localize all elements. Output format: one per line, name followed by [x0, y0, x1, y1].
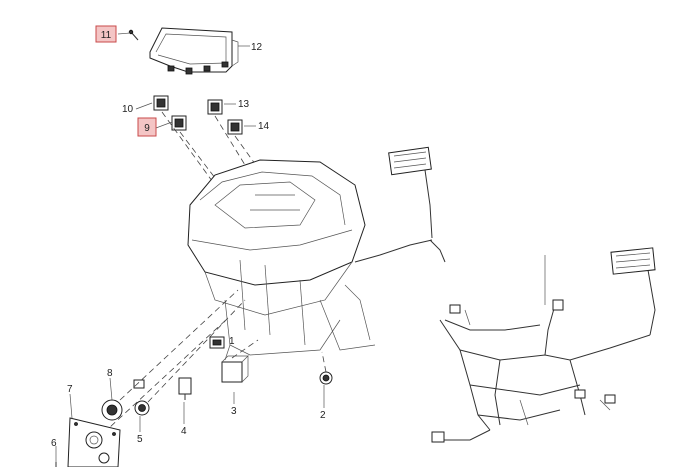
- panel-7[interactable]: [67, 417, 121, 467]
- switch-14[interactable]: [227, 119, 243, 135]
- callout-2-label[interactable]: 2: [320, 410, 326, 421]
- callout-9-label: 9: [144, 123, 150, 134]
- switch-13[interactable]: [207, 99, 223, 115]
- callout-5-label[interactable]: 5: [137, 434, 143, 445]
- callout-9[interactable]: 9: [137, 117, 157, 137]
- main-wiring-harness[interactable]: [439, 255, 656, 441]
- callout-11-highlight: [95, 25, 117, 43]
- callout-13-label[interactable]: 13: [238, 99, 250, 110]
- callout-9-highlight: [137, 117, 157, 137]
- dash-console: [187, 159, 376, 361]
- callout-11-label: 11: [101, 30, 112, 41]
- switch-9[interactable]: [171, 115, 187, 131]
- callout-7-label[interactable]: 7: [67, 384, 73, 395]
- component-1[interactable]: [209, 336, 225, 349]
- harness-connectors[interactable]: [431, 299, 616, 443]
- component-2[interactable]: [319, 371, 333, 385]
- callout-1-label[interactable]: 1: [229, 336, 235, 347]
- callout-11[interactable]: 11: [95, 25, 117, 43]
- callout-14-label[interactable]: 14: [258, 121, 270, 132]
- switch-10[interactable]: [153, 95, 169, 111]
- connector-top-harness[interactable]: [388, 146, 432, 176]
- component-5[interactable]: [134, 400, 150, 416]
- callout-12-label[interactable]: 12: [251, 42, 263, 53]
- callout-6-label[interactable]: 6: [51, 438, 57, 449]
- callout-3-label[interactable]: 3: [231, 406, 237, 417]
- component-3[interactable]: [221, 355, 249, 383]
- component-8[interactable]: [101, 379, 145, 421]
- callout-8-label[interactable]: 8: [107, 368, 113, 379]
- instrument-cluster[interactable]: [149, 27, 239, 75]
- component-4[interactable]: [178, 377, 192, 400]
- console-harness-link: [354, 169, 446, 263]
- screw-11[interactable]: [128, 29, 139, 41]
- connector-right-harness[interactable]: [610, 247, 656, 275]
- callout-10-label[interactable]: 10: [122, 104, 134, 115]
- callout-4-label[interactable]: 4: [181, 426, 187, 437]
